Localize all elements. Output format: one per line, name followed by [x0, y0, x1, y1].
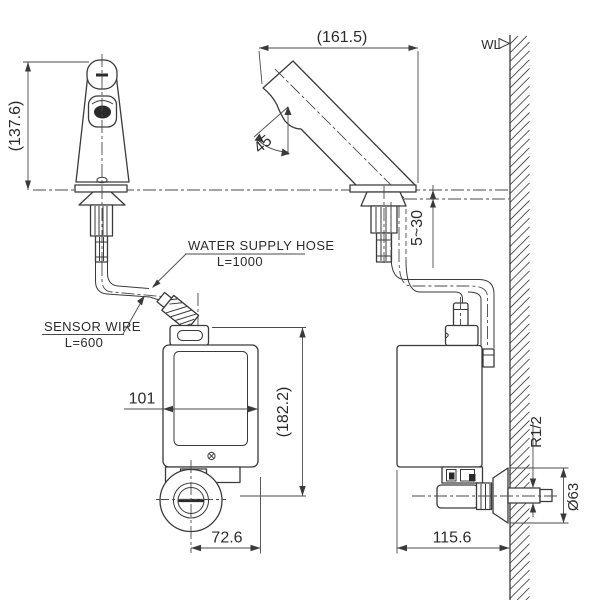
dim-valve-offset: 72.6: [191, 477, 261, 554]
dim-front-height-label: (137.6): [7, 101, 24, 152]
water-hose-front: [95, 258, 200, 331]
deck-lines: [33, 189, 509, 200]
dim-supply-thread-label: R1/2: [528, 416, 545, 448]
faucet-side-view: [262, 60, 417, 263]
wire-inlet-fitting: [482, 348, 495, 368]
cover-screw-icon: [207, 451, 216, 461]
controller-side-view: [396, 297, 557, 524]
hose-side: [390, 202, 495, 348]
dim-box-height-label: (182.2): [275, 387, 292, 438]
dim-spout-reach-label: (161.5): [317, 29, 368, 46]
dim-escutcheon-diameter-label: Ø63: [565, 483, 582, 511]
wall-line-triangle-icon: [498, 37, 511, 50]
controller-box: [162, 344, 259, 468]
sensor-eye-icon: [94, 105, 111, 119]
dim-spout-reach: (161.5): [258, 29, 419, 183]
hose-callout: WATER SUPPLY HOSE L=1000: [152, 238, 334, 288]
wire-callout: SENSOR WIRE L=600: [42, 296, 145, 350]
dim-deck-thickness: 5~30: [409, 185, 436, 268]
wall-line-label: WL: [481, 37, 501, 52]
dim-supply-thread: R1/2: [528, 416, 545, 517]
controller-front-view: [156, 324, 259, 553]
supply-pipe: [507, 487, 541, 504]
dim-box-height: (182.2): [212, 327, 306, 497]
sensor-wire-label: SENSOR WIRE: [44, 319, 141, 334]
sensor-window: [87, 95, 118, 128]
dim-valve-offset-label: 72.6: [211, 530, 242, 547]
controller-box-side: [396, 344, 483, 468]
dim-front-height: (137.6): [7, 61, 89, 190]
sensor-wire-length-label: L=600: [65, 335, 104, 350]
water-supply-hose-length-label: L=1000: [217, 254, 263, 269]
stop-valve-side: [436, 484, 479, 509]
sensor-wire-connector: [156, 291, 200, 331]
water-supply-hose-label: WATER SUPPLY HOSE: [188, 238, 334, 253]
wall-hatch-pattern: [509, 35, 530, 600]
dim-spout-angle: 45: [251, 106, 292, 157]
dim-deck-thickness-label: 5~30: [409, 210, 426, 246]
dim-box-depth: 115.6: [396, 470, 510, 554]
dim-box-width-label: 101: [129, 391, 156, 408]
wall-section: [509, 35, 530, 600]
dim-spout-angle-label: 45: [251, 132, 276, 157]
wall-escutcheon: [492, 467, 509, 524]
dim-box-depth-label: 115.6: [433, 530, 472, 547]
faucet-front-view: [74, 54, 130, 263]
dim-escutcheon-diameter: Ø63: [510, 467, 582, 524]
wall-line-marker: WL: [481, 37, 511, 52]
dim-box-width: 101: [124, 391, 258, 413]
